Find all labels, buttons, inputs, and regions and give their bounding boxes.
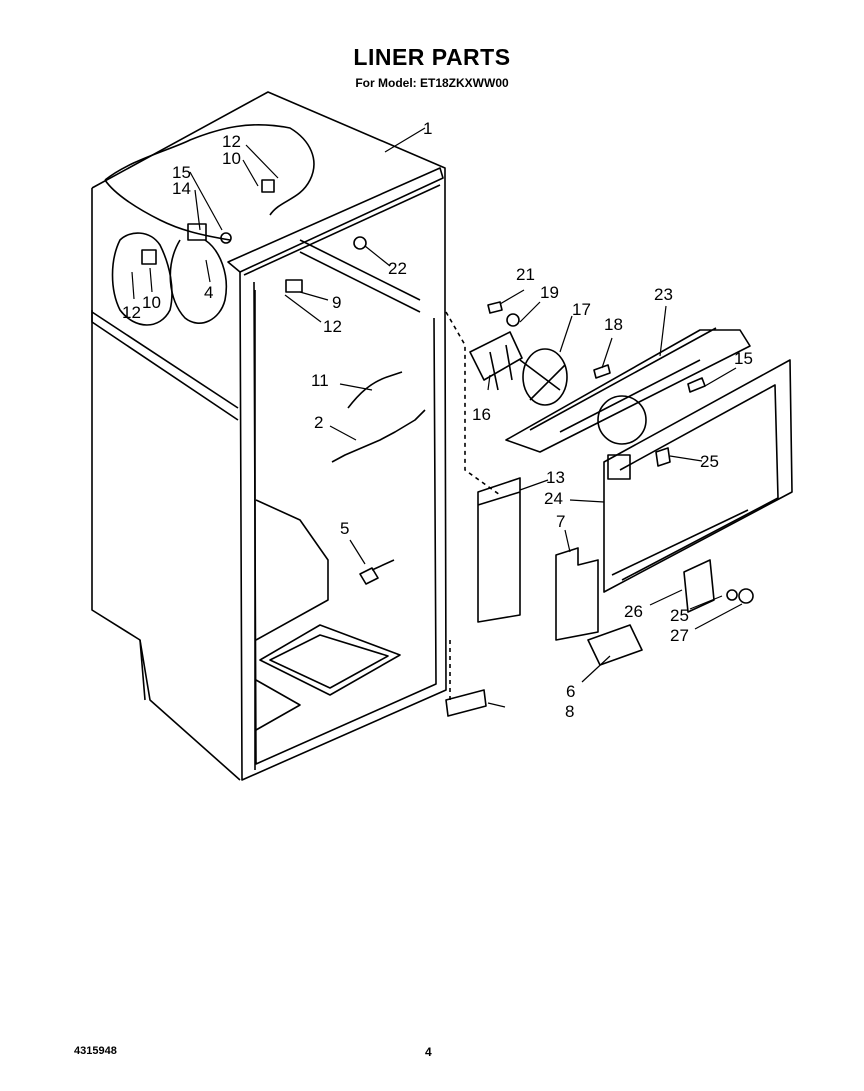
callout-12-top: 12 xyxy=(222,132,241,151)
baffle-7 xyxy=(555,547,599,641)
page-title: LINER PARTS xyxy=(353,44,511,70)
callout-4: 4 xyxy=(204,283,213,302)
page-number: 4 xyxy=(425,1045,432,1059)
shim-8 xyxy=(445,689,487,717)
callout-8: 8 xyxy=(565,702,574,721)
callout-26: 26 xyxy=(624,602,643,621)
callout-16: 16 xyxy=(472,405,491,424)
leader-dashed xyxy=(445,311,501,700)
callout-1: 1 xyxy=(423,119,432,138)
callout-9: 9 xyxy=(332,293,341,312)
cable xyxy=(347,371,403,409)
callout-6: 6 xyxy=(566,682,575,701)
callout-12-center: 12 xyxy=(323,317,342,336)
drain-trough-13 xyxy=(477,477,521,623)
callout-23: 23 xyxy=(654,285,673,304)
mullion-detail xyxy=(104,123,367,326)
callout-5: 5 xyxy=(340,519,349,538)
callout-18: 18 xyxy=(604,315,623,334)
screw-5 xyxy=(359,559,395,585)
wire-harness xyxy=(331,409,426,463)
callout-17: 17 xyxy=(572,300,591,319)
callout-labels: 1 2 4 5 6 7 8 9 10 10 11 12 12 12 13 14 … xyxy=(122,119,753,721)
callout-21: 21 xyxy=(516,265,535,284)
document-number: 4315948 xyxy=(74,1045,117,1057)
callout-12-left: 12 xyxy=(122,303,141,322)
bracket-6 xyxy=(587,624,643,666)
callout-11: 11 xyxy=(311,371,329,390)
cover-26 xyxy=(683,559,715,613)
fasteners xyxy=(220,232,754,604)
callout-19: 19 xyxy=(540,283,559,302)
callout-25-lower: 25 xyxy=(670,606,689,625)
liner-cabinet xyxy=(91,91,447,781)
shroud-opening xyxy=(597,395,647,445)
callout-2: 2 xyxy=(314,413,323,432)
callout-10-left: 10 xyxy=(142,293,161,312)
callout-10-top: 10 xyxy=(222,149,241,168)
fan-motor xyxy=(469,331,568,406)
callout-27: 27 xyxy=(670,626,689,645)
evaporator-cover xyxy=(603,359,793,593)
fan-shroud xyxy=(505,327,751,453)
callout-15-top: 15 xyxy=(172,163,191,182)
callout-14: 14 xyxy=(172,179,191,198)
callout-22: 22 xyxy=(388,259,407,278)
callout-24: 24 xyxy=(544,489,563,508)
callout-15-right: 15 xyxy=(734,349,753,368)
callout-13: 13 xyxy=(546,468,565,487)
leader-lines xyxy=(131,127,743,708)
callout-25-upper: 25 xyxy=(700,452,719,471)
model-subtitle: For Model: ET18ZKXWW00 xyxy=(355,76,509,90)
callout-7: 7 xyxy=(556,512,565,531)
